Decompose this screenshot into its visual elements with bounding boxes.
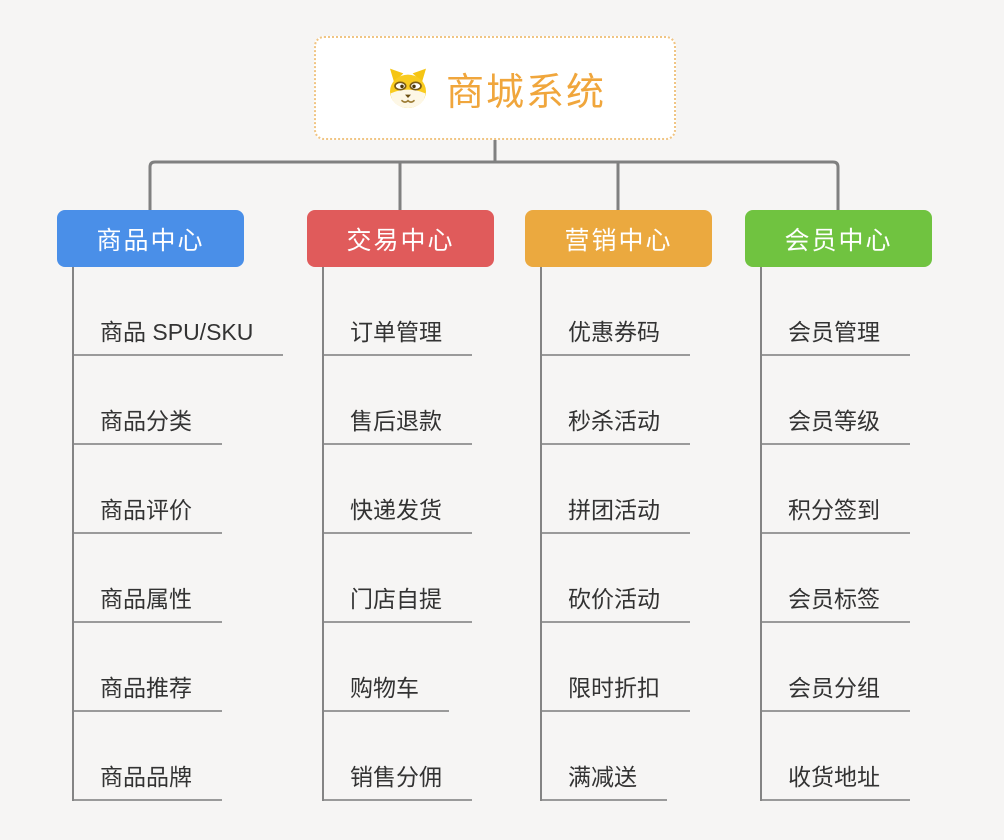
subtopic[interactable]: 快递发货 xyxy=(324,491,472,534)
list-item: 购物车 xyxy=(324,623,494,712)
subtopic[interactable]: 优惠券码 xyxy=(542,313,690,356)
branch-box-trade-center[interactable]: 交易中心 xyxy=(307,210,494,267)
list-item: 商品 SPU/SKU xyxy=(74,267,284,356)
subtopic[interactable]: 会员管理 xyxy=(762,313,910,356)
list-item: 会员分组 xyxy=(762,623,932,712)
subtopic[interactable]: 订单管理 xyxy=(324,313,472,356)
list-item: 会员管理 xyxy=(762,267,932,356)
list-item: 满减送 xyxy=(542,712,712,801)
branch-product-center: 商品中心 商品 SPU/SKU 商品分类 商品评价 商品属性 商品推荐 商品品牌 xyxy=(57,210,284,801)
list-item: 门店自提 xyxy=(324,534,494,623)
branch-box-marketing-center[interactable]: 营销中心 xyxy=(525,210,712,267)
subtopic[interactable]: 砍价活动 xyxy=(542,580,690,623)
list-item: 拼团活动 xyxy=(542,445,712,534)
branch-trade-center: 交易中心 订单管理 售后退款 快递发货 门店自提 购物车 销售分佣 xyxy=(307,210,494,801)
subtopic[interactable]: 销售分佣 xyxy=(324,758,472,801)
list-item: 会员等级 xyxy=(762,356,932,445)
list-item: 商品品牌 xyxy=(74,712,244,801)
list-item: 收货地址 xyxy=(762,712,932,801)
subtopic[interactable]: 商品推荐 xyxy=(74,669,222,712)
subtopic[interactable]: 会员标签 xyxy=(762,580,910,623)
branch-rail-line xyxy=(148,160,840,210)
dog-icon xyxy=(389,68,426,108)
list-item: 销售分佣 xyxy=(324,712,494,801)
subtopic[interactable]: 商品品牌 xyxy=(74,758,222,801)
subtopic[interactable]: 售后退款 xyxy=(324,402,472,445)
list-item: 商品推荐 xyxy=(74,623,244,712)
branch-box-product-center[interactable]: 商品中心 xyxy=(57,210,244,267)
list-item: 砍价活动 xyxy=(542,534,712,623)
subtopic[interactable]: 商品 SPU/SKU xyxy=(74,313,284,356)
branch-marketing-center: 营销中心 优惠券码 秒杀活动 拼团活动 砍价活动 限时折扣 满减送 xyxy=(525,210,712,801)
subtopic[interactable]: 满减送 xyxy=(542,758,667,801)
subtopic[interactable]: 秒杀活动 xyxy=(542,402,690,445)
subtopic[interactable]: 会员等级 xyxy=(762,402,910,445)
branch-box-member-center[interactable]: 会员中心 xyxy=(745,210,932,267)
list-item: 商品评价 xyxy=(74,445,244,534)
list-item: 售后退款 xyxy=(324,356,494,445)
branch-items-member-center: 会员管理 会员等级 积分签到 会员标签 会员分组 收货地址 xyxy=(760,267,932,801)
subtopic[interactable]: 商品分类 xyxy=(74,402,222,445)
subtopic[interactable]: 积分签到 xyxy=(762,491,910,534)
subtopic[interactable]: 拼团活动 xyxy=(542,491,690,534)
subtopic[interactable]: 会员分组 xyxy=(762,669,910,712)
subtopic[interactable]: 商品评价 xyxy=(74,491,222,534)
branch-items-marketing-center: 优惠券码 秒杀活动 拼团活动 砍价活动 限时折扣 满减送 xyxy=(540,267,712,801)
list-item: 优惠券码 xyxy=(542,267,712,356)
root-topic[interactable]: 商城系统 xyxy=(314,36,676,140)
branch-member-center: 会员中心 会员管理 会员等级 积分签到 会员标签 会员分组 收货地址 xyxy=(745,210,932,801)
list-item: 商品分类 xyxy=(74,356,244,445)
list-item: 限时折扣 xyxy=(542,623,712,712)
branch-items-product-center: 商品 SPU/SKU 商品分类 商品评价 商品属性 商品推荐 商品品牌 xyxy=(72,267,284,801)
list-item: 积分签到 xyxy=(762,445,932,534)
subtopic[interactable]: 收货地址 xyxy=(762,758,910,801)
subtopic[interactable]: 购物车 xyxy=(324,669,449,712)
list-item: 快递发货 xyxy=(324,445,494,534)
list-item: 订单管理 xyxy=(324,267,494,356)
subtopic[interactable]: 门店自提 xyxy=(324,580,472,623)
list-item: 秒杀活动 xyxy=(542,356,712,445)
list-item: 会员标签 xyxy=(762,534,932,623)
subtopic[interactable]: 商品属性 xyxy=(74,580,222,623)
branch-items-trade-center: 订单管理 售后退款 快递发货 门店自提 购物车 销售分佣 xyxy=(322,267,494,801)
subtopic[interactable]: 限时折扣 xyxy=(542,669,690,712)
list-item: 商品属性 xyxy=(74,534,244,623)
root-topic-title: 商城系统 xyxy=(445,71,606,114)
